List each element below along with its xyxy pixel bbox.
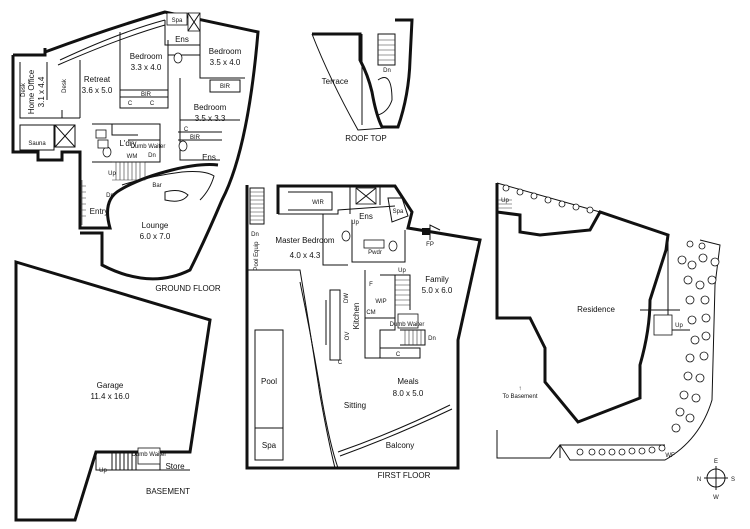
- ff-cm-label: CM: [366, 310, 375, 316]
- bedroom-3-size: 3.5 x 3.3: [195, 114, 226, 123]
- ff-wir-label: WIR: [312, 200, 324, 206]
- first-floor-plan: Master Bedroom 4.0 x 4.3 Family 5.0 x 6.…: [245, 184, 482, 480]
- gf-sauna-label: Sauna: [28, 141, 46, 147]
- retreat-name: Retreat: [84, 75, 111, 84]
- home-office-name: Home Office: [27, 69, 36, 114]
- gf-c-label-2: C: [150, 101, 155, 107]
- meals-name: Meals: [397, 377, 418, 386]
- basement-plan: Garage 11.4 x 16.0 Store Dumb Waiter Up …: [14, 259, 212, 522]
- ff-c-label-2: C: [396, 352, 401, 358]
- ff-spa-2-label: Spa: [262, 441, 277, 450]
- master-bedroom-name-1: Master Bedroom: [275, 236, 334, 245]
- ff-c-label-1: C: [338, 360, 343, 366]
- site-up-label-1: Up: [501, 198, 509, 204]
- gf-spa-label: Spa: [172, 18, 183, 24]
- compass-n-label: N: [697, 477, 701, 483]
- gf-up-label: Up: [108, 171, 116, 177]
- ff-pool-equip-label: Pool Equip: [254, 241, 260, 271]
- home-office-size: 3.1 x 4.4: [37, 76, 46, 107]
- ff-up-label-2: Up: [351, 220, 359, 226]
- roof-top-caption: ROOF TOP: [345, 134, 387, 143]
- gf-bir-1-label: BIR: [141, 92, 152, 98]
- gf-desk-label-2: Desk: [62, 78, 68, 93]
- meals-size: 8.0 x 5.0: [393, 389, 424, 398]
- retreat-size: 3.6 x 5.0: [82, 86, 113, 95]
- ff-ens-label: Ens: [359, 212, 373, 221]
- master-bedroom-size: 4.0 x 4.3: [290, 251, 321, 260]
- gf-c-label: C: [128, 101, 133, 107]
- garage-name: Garage: [97, 381, 124, 390]
- ground-floor-plan: Retreat 3.6 x 5.0 Bedroom 3.3 x 4.0 Bedr…: [11, 10, 260, 293]
- ff-up-label: Up: [398, 268, 406, 274]
- ff-dn-label: Dn: [428, 336, 436, 342]
- ff-dumb-waiter-label: Dumb Waiter: [390, 322, 425, 328]
- ff-pwdr-label: Pwdr: [368, 250, 382, 256]
- ff-f-label: F: [369, 282, 373, 288]
- to-basement-label: To Basement: [502, 394, 537, 400]
- residence-label: Residence: [577, 305, 615, 314]
- garage-size: 11.4 x 16.0: [91, 392, 131, 401]
- gf-dn-label-2: Dn: [106, 193, 114, 199]
- gf-ens-1-label: Ens: [175, 35, 189, 44]
- compass-icon: E W N S: [697, 459, 735, 501]
- basement-up-label: Up: [99, 468, 107, 474]
- ff-balcony-label: Balcony: [386, 441, 414, 450]
- ff-dw-label: DW: [344, 293, 350, 303]
- ff-kitchen-label: Kitchen: [352, 303, 361, 330]
- bedroom-1-name: Bedroom: [130, 52, 163, 61]
- gf-wm-label: WM: [127, 154, 138, 160]
- first-floor-caption: FIRST FLOOR: [378, 471, 431, 480]
- roof-top-plan: Terrace Dn ROOF TOP: [311, 18, 414, 143]
- ff-fp-label: FP: [426, 242, 434, 248]
- basement-dumb-waiter-label: Dumb Waiter: [132, 452, 167, 458]
- gf-bir-3-label: BIR: [190, 135, 201, 141]
- bedroom-3-name: Bedroom: [194, 103, 227, 112]
- basement-store-label: Store: [165, 462, 185, 471]
- ff-pool-label: Pool: [261, 377, 277, 386]
- lounge-size: 6.0 x 7.0: [140, 232, 171, 241]
- gf-c-label-3: C: [184, 127, 189, 133]
- gf-dumb-waiter-label: Dumb Waiter: [131, 144, 166, 150]
- gf-desk-label-1: Desk: [21, 82, 27, 97]
- compass-s-label: S: [731, 477, 735, 483]
- family-size: 5.0 x 6.0: [422, 286, 453, 295]
- bedroom-2-name: Bedroom: [209, 47, 242, 56]
- site-plan: Residence To Basement Up Up ↑ WF: [495, 182, 721, 461]
- site-trees: [502, 184, 720, 456]
- gf-bir-2-label: BIR: [220, 84, 231, 90]
- terrace-label: Terrace: [322, 77, 349, 86]
- gf-bar-label: Bar: [152, 183, 161, 189]
- ff-ov-label: OV: [345, 332, 351, 341]
- bedroom-2-size: 3.5 x 4.0: [210, 58, 241, 67]
- site-wf-label: WF: [665, 453, 675, 459]
- gf-dn-label: Dn: [148, 153, 156, 159]
- compass-w-label: W: [713, 495, 719, 501]
- compass-e-label: E: [714, 459, 718, 465]
- gf-entry-label: Entry: [90, 207, 109, 216]
- ff-dn-label-2: Dn: [251, 232, 259, 238]
- ground-floor-caption: GROUND FLOOR: [155, 284, 221, 293]
- site-arrow: ↑: [519, 386, 522, 392]
- ff-sitting-label: Sitting: [344, 401, 366, 410]
- family-name: Family: [425, 275, 449, 284]
- ff-wip-label: WIP: [375, 299, 386, 305]
- site-up-label-2: Up: [675, 323, 683, 329]
- gf-laundry-label: L'dry: [119, 139, 136, 148]
- ff-spa-label: Spa: [393, 209, 404, 215]
- gf-ens-2-label: Ens: [202, 153, 216, 162]
- lounge-name: Lounge: [142, 221, 169, 230]
- basement-caption: BASEMENT: [146, 487, 190, 496]
- roof-dn-label: Dn: [383, 68, 391, 74]
- bedroom-1-size: 3.3 x 4.0: [131, 63, 162, 72]
